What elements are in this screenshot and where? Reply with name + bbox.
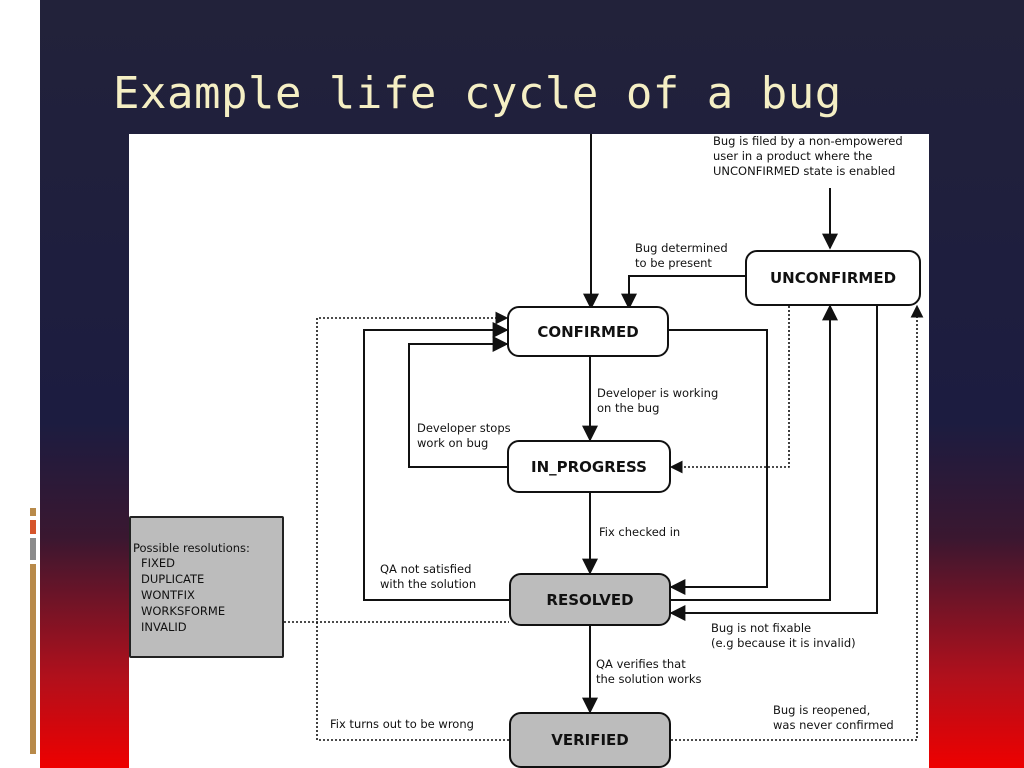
resolution-item: FIXED xyxy=(141,556,176,570)
note-reopened: Bug is reopened, was never confirmed xyxy=(773,703,894,732)
fix-wrong-dotted xyxy=(316,311,509,741)
note-qa-verifies: QA verifies that the solution works xyxy=(596,657,702,686)
reopened-dotted xyxy=(671,304,924,741)
state-unconfirmed: UNCONFIRMED xyxy=(745,250,921,306)
stops-arrow xyxy=(408,336,509,468)
note-filed: Bug is filed by a non-empowered user in … xyxy=(713,134,903,178)
note-fix-wrong: Fix turns out to be wrong xyxy=(330,717,474,731)
bug-lifecycle-diagram: UNCONFIRMED CONFIRMED IN_PROGRESS RESOLV… xyxy=(129,134,929,768)
confirmed-resolved-arrow xyxy=(669,329,768,595)
state-resolved: RESOLVED xyxy=(509,573,671,626)
determined-arrow xyxy=(621,275,745,310)
state-confirmed: CONFIRMED xyxy=(507,306,669,357)
note-not-fixable: Bug is not fixable (e.g because it is in… xyxy=(711,621,856,650)
note-determined: Bug determined to be present xyxy=(635,241,728,270)
slide-title: Example life cycle of a bug xyxy=(113,68,842,119)
resolutions-box: Possible resolutions: FIXED DUPLICATE WO… xyxy=(129,516,284,658)
resolution-item: DUPLICATE xyxy=(141,572,205,586)
resolutions-list: FIXED DUPLICATE WONTFIX WORKSFORME INVAL… xyxy=(133,555,282,635)
not-fixable-arrow xyxy=(669,306,878,621)
resolution-item: WORKSFORME xyxy=(141,604,226,618)
state-in-progress: IN_PROGRESS xyxy=(507,440,671,493)
qa-not-satisfied-arrow xyxy=(363,322,509,601)
resolution-item: INVALID xyxy=(141,620,187,634)
resolution-item: WONTFIX xyxy=(141,588,195,602)
note-developer-stops: Developer stops work on bug xyxy=(417,421,511,450)
resolved-unconfirmed-arrow xyxy=(671,304,838,601)
resolutions-heading: Possible resolutions: xyxy=(133,541,250,555)
diagram-connectors xyxy=(284,134,924,741)
note-fix-checked-in: Fix checked in xyxy=(599,525,681,539)
state-verified: VERIFIED xyxy=(509,712,671,768)
note-developer-working: Developer is working on the bug xyxy=(597,386,719,415)
note-qa-not-satisfied: QA not satisfied with the solution xyxy=(380,562,477,591)
unconfirmed-inprogress-dotted xyxy=(669,306,790,474)
